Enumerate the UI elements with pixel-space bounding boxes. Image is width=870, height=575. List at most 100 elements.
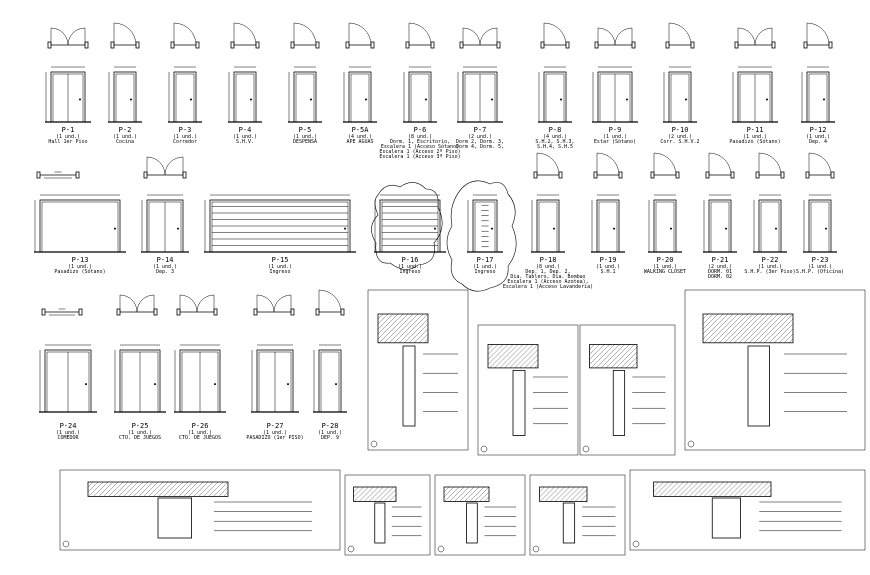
hatch-line bbox=[409, 323, 429, 343]
hatch-line bbox=[454, 486, 470, 502]
hatch-line bbox=[763, 489, 772, 497]
hatch-line bbox=[658, 481, 674, 497]
hatch-line bbox=[579, 494, 588, 502]
hatch-line bbox=[539, 486, 545, 493]
detail-jamb bbox=[711, 497, 741, 539]
hatch-block bbox=[539, 486, 588, 502]
hatch-line bbox=[709, 313, 739, 343]
hatch-line bbox=[87, 481, 94, 488]
door-knob bbox=[365, 98, 367, 101]
door-code: P-21 bbox=[712, 256, 729, 264]
hatch-line bbox=[653, 481, 669, 497]
hatch-line bbox=[377, 313, 394, 330]
door-knob bbox=[491, 227, 493, 230]
plan-swing bbox=[113, 22, 137, 46]
hatch-line bbox=[373, 486, 389, 502]
hatch-line bbox=[188, 481, 204, 497]
revision-cloud bbox=[371, 182, 443, 270]
hatch-line bbox=[183, 481, 199, 497]
hatch-line bbox=[394, 313, 424, 343]
door-quantity: (1 und.) bbox=[743, 134, 767, 140]
hatch-line bbox=[595, 344, 620, 369]
detail-outline bbox=[434, 474, 526, 556]
hatch-line bbox=[749, 313, 779, 343]
hatch-line bbox=[198, 481, 214, 497]
hatch-line bbox=[789, 338, 794, 343]
hatch-line bbox=[738, 481, 754, 497]
hatch-line bbox=[153, 481, 169, 497]
hatch-line bbox=[748, 481, 764, 497]
revision-cloud bbox=[446, 180, 517, 292]
door-quantity: (2 und.) bbox=[668, 134, 692, 140]
hatch-line bbox=[504, 344, 529, 369]
hatch-line bbox=[443, 486, 455, 498]
door-quantity: (1 und.) bbox=[293, 134, 317, 140]
door-code: P-8 bbox=[549, 126, 562, 134]
hatch-line bbox=[759, 313, 789, 343]
hatch-line bbox=[218, 486, 229, 497]
door-quantity: (8 und.) bbox=[536, 264, 560, 270]
hatch-frame bbox=[443, 486, 490, 502]
door-quantity: (1 und.) bbox=[473, 264, 497, 270]
plan-swing bbox=[293, 22, 317, 46]
door-knob bbox=[114, 227, 116, 230]
door-location: Corr. S.H.V.2 bbox=[660, 139, 699, 145]
hatch-line bbox=[708, 481, 724, 497]
door-location-extra: Escalera 1 (Acceso Sótano) bbox=[381, 143, 459, 150]
detail-jamb bbox=[612, 370, 626, 436]
detail-jamb bbox=[157, 497, 192, 539]
hatch-line bbox=[764, 313, 794, 343]
detail-marker bbox=[480, 445, 488, 453]
hatch-line bbox=[784, 333, 794, 343]
hatch-line bbox=[702, 313, 709, 320]
hatch-line bbox=[733, 481, 749, 497]
hatch-line bbox=[103, 481, 119, 497]
hatch-line bbox=[589, 344, 595, 350]
door-code: P-13 bbox=[72, 256, 89, 264]
door-quantity: (1 und.) bbox=[398, 264, 422, 270]
door-location-extra: Dia. Tablero, Dia. Bombas bbox=[510, 274, 585, 280]
hatch-line bbox=[584, 499, 588, 502]
door-code: P-7 bbox=[474, 126, 487, 134]
hatch-block bbox=[353, 486, 397, 502]
door-code: P-10 bbox=[672, 126, 689, 134]
detail-outline bbox=[477, 324, 579, 456]
hatch-line bbox=[668, 481, 684, 497]
door-code: P-4 bbox=[239, 126, 252, 134]
door-knob bbox=[425, 98, 427, 101]
door-location: Hall 1er Piso bbox=[48, 139, 87, 145]
detail-outline bbox=[344, 474, 431, 556]
door-location: Dep. 4 bbox=[809, 139, 827, 145]
hatch-line bbox=[113, 481, 129, 497]
plan-jamb bbox=[36, 171, 41, 179]
detail-jamb bbox=[512, 370, 526, 436]
door-quantity: (1 und.) bbox=[808, 264, 832, 270]
door-quantity: (1 und.) bbox=[603, 134, 627, 140]
door-code: P-11 bbox=[747, 126, 764, 134]
detail-drawing bbox=[344, 474, 431, 556]
hatch-line bbox=[123, 481, 139, 497]
hatch-line bbox=[524, 354, 539, 369]
plan-swing bbox=[808, 152, 832, 176]
hatch-line bbox=[615, 346, 638, 369]
hatch-line bbox=[625, 356, 638, 369]
hatch-line bbox=[449, 486, 465, 502]
door-knob bbox=[553, 227, 555, 230]
plan-swing bbox=[536, 152, 560, 176]
door-knob bbox=[670, 227, 672, 230]
door-code: P-6 bbox=[414, 126, 427, 134]
hatch-line bbox=[494, 344, 519, 369]
hatch-line bbox=[574, 489, 588, 502]
door-location: CTO. DE JUEGOS bbox=[119, 435, 161, 441]
hatch-line bbox=[393, 499, 397, 502]
plan-swing bbox=[754, 27, 773, 46]
door-quantity: (1 und.) bbox=[188, 430, 212, 436]
door-quantity: (8 und.) bbox=[408, 134, 432, 140]
door-code: P-25 bbox=[132, 422, 149, 430]
door-location-extra: Escalera 1 (Acceso Lavandería) bbox=[503, 283, 593, 290]
door-code: P-16 bbox=[402, 256, 419, 264]
door-quantity: (1 und.) bbox=[153, 264, 177, 270]
door-knob bbox=[214, 383, 216, 386]
door-knob bbox=[491, 98, 493, 101]
hatch-line bbox=[635, 366, 638, 369]
